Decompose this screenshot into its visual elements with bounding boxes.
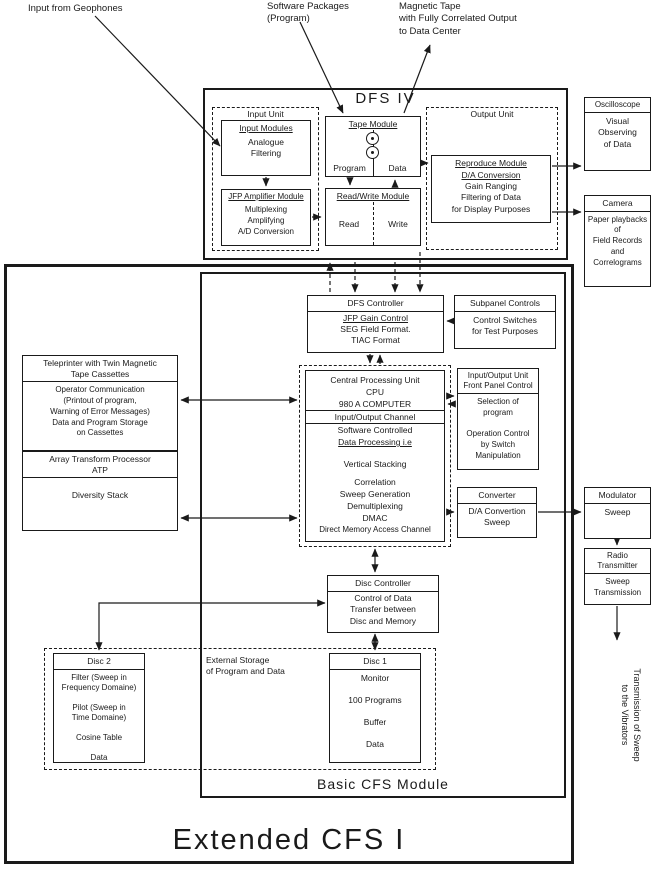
cpu-line: 980 A COMPUTER [306, 398, 444, 411]
tape-data-label: Data [388, 163, 407, 173]
label-software-packages: Software Packages (Program) [267, 1, 349, 25]
jfp-amplifier-box: JFP Amplifier Module Multiplexing Amplif… [221, 189, 311, 246]
subpanel-controls-body: Control Switches for Test Purposes [472, 314, 538, 337]
teleprinter-title: Teleprinter with Twin Magnetic Tape Cass… [23, 356, 177, 383]
output-unit-group [426, 107, 558, 250]
oscilloscope-box: Oscilloscope Visual Observing of Data [584, 97, 651, 171]
spacer [306, 448, 444, 458]
camera-box: Camera Paper playbacks of Field Records … [584, 195, 651, 287]
reproduce-line1: D/A Conversion [461, 169, 521, 180]
read-write-divider [373, 202, 374, 245]
read-write-module-title: Read/Write Module [336, 191, 410, 201]
reproduce-module-title: Reproduce Module [455, 158, 527, 168]
converter-box: Converter D/A Convertion Sweep [457, 487, 537, 538]
input-unit-label: Input Unit [247, 109, 284, 119]
dfs-iv-title: DFS IV [355, 90, 416, 107]
atp-title: Array Transform Processor ATP [23, 452, 177, 479]
dfs-controller-box: DFS Controller JFP Gain Control SEG Fiel… [307, 295, 444, 353]
disc-controller-body: Control of Data Transfer between Disc an… [349, 592, 417, 626]
jfp-amplifier-title: JFP Amplifier Module [228, 192, 304, 201]
tape-module-box: Tape Module Program Data [325, 116, 421, 177]
dfs-controller-title: DFS Controller [308, 296, 443, 312]
jfp-amplifier-body: Multiplexing Amplifying A/D Conversion [237, 205, 295, 236]
radio-transmitter-title: Radio Transmitter [585, 549, 650, 574]
oscilloscope-title: Oscilloscope [585, 98, 650, 113]
modulator-title: Modulator [585, 488, 650, 504]
cpu-line: Data Processing i.e [338, 437, 412, 447]
read-write-module-box: Read/Write Module Read Write [325, 188, 421, 246]
disc2-title: Disc 2 [54, 654, 144, 670]
output-unit-label: Output Unit [470, 109, 514, 119]
subpanel-controls-title: Subpanel Controls [455, 296, 555, 312]
read-label: Read [338, 219, 360, 229]
cpu-line: Input/Output Channel [306, 411, 444, 424]
teleprinter-body: Operator Communication (Printout of prog… [50, 385, 150, 438]
modulator-body: Sweep [604, 506, 631, 517]
radio-transmitter-body: Sweep Transmission [593, 577, 642, 597]
disc1-body: Monitor 100 Programs Buffer Data [348, 672, 402, 749]
disc1-title: Disc 1 [330, 654, 420, 670]
converter-title: Converter [458, 488, 536, 504]
tape-program-label: Program [333, 163, 366, 173]
cpu-line: CPU [366, 387, 384, 397]
tape-module-title: Tape Module [348, 119, 398, 129]
cpu-box: Central Processing Unit CPU 980 A COMPUT… [305, 370, 445, 542]
disc2-body: Filter (Sweep in Frequency Domaine) Pilo… [61, 672, 137, 762]
dfs-iv-container [203, 88, 568, 260]
atp-body: Diversity Stack [71, 490, 129, 501]
basic-cfs-title: Basic CFS Module [317, 776, 449, 792]
write-label: Write [388, 219, 408, 229]
cpu-line: Vertical Stacking [343, 459, 407, 469]
cpu-line: DMAC [362, 513, 388, 523]
atp-box: Array Transform Processor ATP Diversity … [22, 451, 178, 531]
disc-controller-box: Disc Controller Control of Data Transfer… [327, 575, 439, 633]
disc2-box: Disc 2 Filter (Sweep in Frequency Domain… [53, 653, 145, 763]
cpu-group [299, 365, 451, 547]
transmission-of-sweep-label: Transmission of Sweep to the Vibrators [620, 668, 642, 762]
reproduce-body: Gain Ranging Filtering of Data for Displ… [451, 180, 531, 214]
tape-reel-icon [366, 146, 379, 159]
subpanel-controls-box: Subpanel Controls Control Switches for T… [454, 295, 556, 349]
teleprinter-box: Teleprinter with Twin Magnetic Tape Cass… [22, 355, 178, 451]
disc1-box: Disc 1 Monitor 100 Programs Buffer Data [329, 653, 421, 763]
basic-cfs-container [200, 272, 566, 798]
io-unit-box: Input/Output Unit Front Panel Control Se… [457, 368, 539, 470]
cpu-line: Sweep Generation [339, 489, 411, 499]
dfs-controller-line1: JFP Gain Control [342, 312, 409, 323]
cpu-line: Software Controlled [337, 425, 413, 435]
modulator-box: Modulator Sweep [584, 487, 651, 539]
dfs-controller-body: SEG Field Format. TIAC Format [340, 323, 411, 346]
cpu-line: Direct Memory Access Channel [319, 525, 431, 534]
cpu-line: Demultiplexing [347, 501, 403, 511]
io-unit-body: Selection of program Operation Control b… [466, 397, 530, 460]
radio-transmitter-box: Radio Transmitter Sweep Transmission [584, 548, 651, 605]
camera-title: Camera [585, 196, 650, 212]
input-modules-box: Input Modules Analogue Filtering [221, 120, 311, 176]
input-unit-group [212, 107, 319, 251]
tape-reel-icon [366, 132, 379, 145]
converter-body: D/A Convertion Sweep [468, 505, 526, 528]
input-modules-title: Input Modules [239, 123, 293, 133]
oscilloscope-body: Visual Observing of Data [598, 116, 637, 149]
extended-cfs-container [4, 264, 574, 864]
label-input-from-geophones: Input from Geophones [28, 3, 123, 14]
extended-cfs-title: Extended CFS I [172, 824, 406, 856]
input-modules-body: Analogue Filtering [248, 136, 284, 159]
io-unit-title: Input/Output Unit Front Panel Control [458, 369, 538, 394]
disc-controller-title: Disc Controller [328, 576, 438, 592]
label-magnetic-tape: Magnetic Tape with Fully Correlated Outp… [399, 1, 517, 37]
cpu-line: Correlation [354, 477, 396, 487]
reproduce-module-box: Reproduce Module D/A Conversion Gain Ran… [431, 155, 551, 223]
cpu-line: Central Processing Unit [330, 375, 420, 385]
external-storage-label: External Storage of Program and Data [206, 655, 285, 677]
camera-body: Paper playbacks of Field Records and Cor… [587, 214, 648, 267]
